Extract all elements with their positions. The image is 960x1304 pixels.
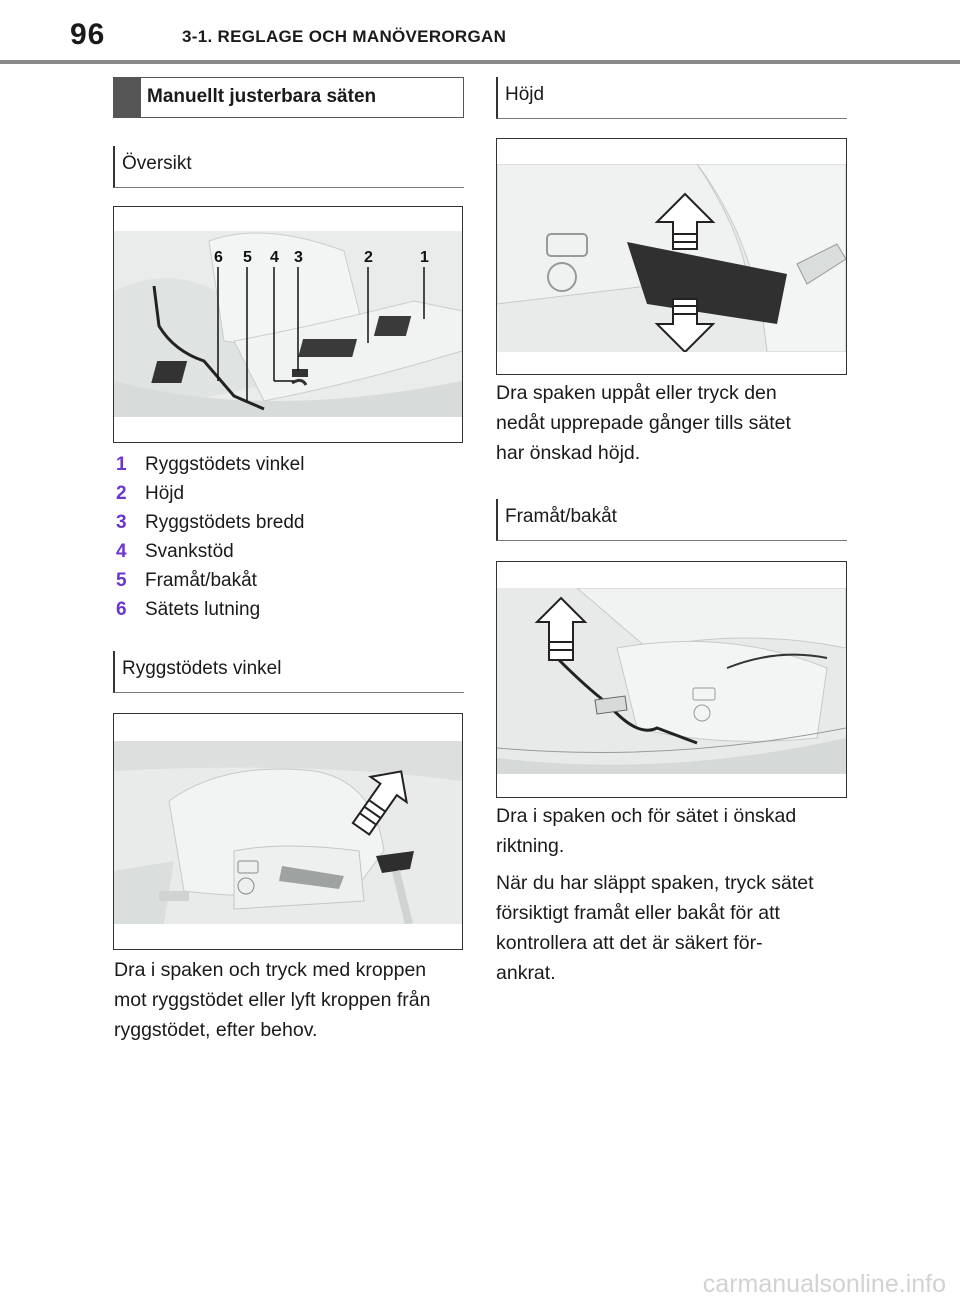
chapter-title: 3-1. REGLAGE OCH MANÖVERORGAN [182,27,507,46]
watermark: carmanualsonline.info [702,1270,946,1298]
height-figure [496,138,847,375]
callout-3: 3 [294,249,303,266]
overview-seat-illustration: 6 5 4 3 2 1 [114,231,462,417]
section-title: Manuellt justerbara säten [147,86,377,107]
fore-aft-instructions: Dra i spaken och för sätet i önskad rikt… [496,805,797,857]
overview-heading: Översikt [113,146,464,188]
callout-1: 1 [420,249,429,266]
backrest-heading: Ryggstödets vinkel [113,651,464,693]
callout-4: 4 [270,249,279,266]
height-seat-illustration [497,164,846,352]
section-title-box: Manuellt justerbara säten [113,77,464,118]
fore-aft-heading: Framåt/bakåt [496,499,847,541]
height-heading: Höjd [496,77,847,119]
callout-5: 5 [243,249,252,266]
section-marker [114,78,141,117]
fore-aft-figure [496,561,847,798]
backrest-figure [113,713,463,950]
page-number: 96 [70,18,106,51]
fore-aft-heading-text: Framåt/bakåt [505,506,617,527]
fore-aft-check-instructions: När du har släppt spaken, tryck sätet fö… [496,872,814,984]
header-divider [0,60,960,64]
overview-heading-text: Översikt [122,153,192,174]
backrest-seat-illustration [114,741,462,924]
backrest-heading-text: Ryggstödets vinkel [122,658,282,679]
fore-aft-seat-illustration [497,588,846,774]
height-heading-text: Höjd [505,84,545,105]
callout-6: 6 [214,249,223,266]
callout-2: 2 [364,249,373,266]
height-instructions: Dra spaken uppåt eller tryck den nedåt u… [496,382,791,464]
overview-figure: 6 5 4 3 2 1 [113,206,463,443]
backrest-instructions: Dra i spaken och tryck med kroppen mot r… [114,959,431,1041]
